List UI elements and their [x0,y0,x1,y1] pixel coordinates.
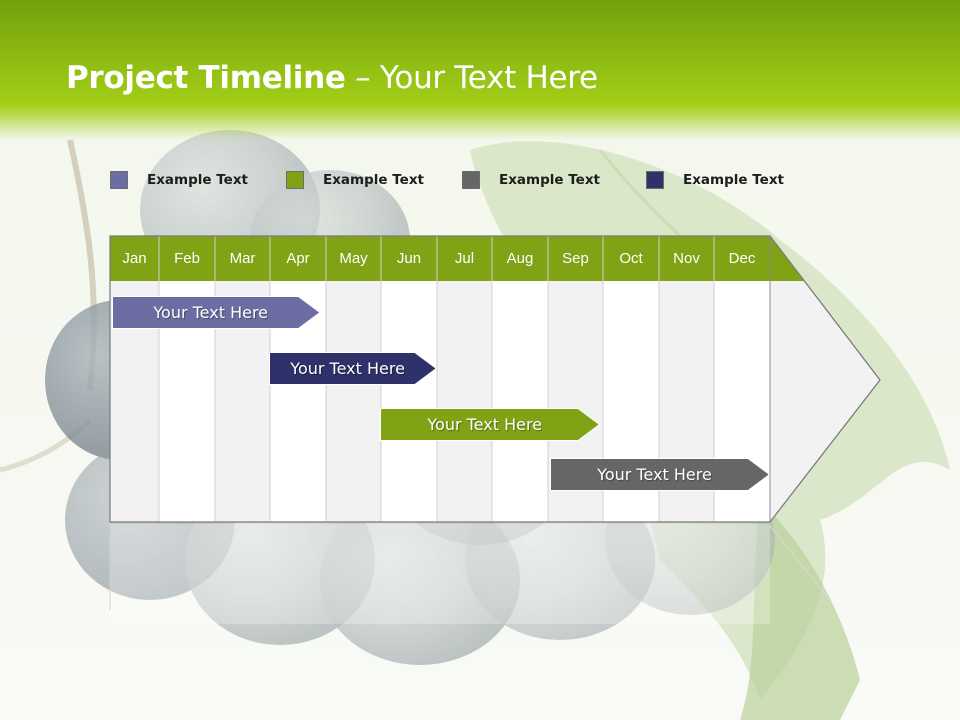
bar-label: Your Text Here [290,359,405,378]
month-header-band [110,236,805,281]
month-column [381,281,437,522]
reflection-edge [769,525,831,601]
timeline-bar: Your Text Here [550,458,770,491]
month-label: Jun [396,250,422,267]
bar-arrow-polygon [550,458,770,491]
legend-label: Example Text [499,172,600,188]
bar-arrow-shape [380,408,601,441]
month-label: Jul [454,250,475,267]
bar-arrow-polygon [112,296,321,329]
timeline-reflection [110,524,770,624]
month-header-row: Jan Feb Mar Apr May Jun Jul Aug Sep Oct Nov Dec [110,236,770,281]
month-label: Feb [174,250,200,267]
month-label: Jan [122,250,147,267]
legend-swatch [286,171,304,189]
month-label: Aug [506,250,534,267]
month-label: Oct [619,250,643,267]
month-label: May [339,250,368,267]
month-column [437,281,492,522]
timeline-outline [109,235,881,523]
legend-label: Example Text [323,172,424,188]
title-rest-text: – Your Text Here [345,60,598,96]
bar-arrow-polygon [269,352,437,385]
legend-label: Example Text [147,172,248,188]
month-column [492,281,548,522]
timeline-bar: Your Text Here [269,352,437,385]
bar-arrow-shape [269,352,437,385]
slide-title: Project Timeline – Your Text Here [66,60,598,96]
timeline-bar: Your Text Here [380,408,601,441]
legend-swatch [110,171,128,189]
bar-arrow-shape [112,296,321,329]
month-label: Sep [562,250,589,267]
title-strong-text: Project Timeline [66,60,346,96]
month-label: Nov [673,250,700,267]
header-band [0,0,960,140]
bar-arrow-shape [550,458,770,491]
legend-label: Example Text [683,172,784,188]
month-label: Apr [286,250,310,267]
bar-label: Your Text Here [597,465,712,484]
bar-label: Your Text Here [427,415,543,434]
bar-label: Your Text Here [153,303,269,322]
legend-swatch [462,171,480,189]
bar-arrow-polygon [380,408,601,441]
month-label: Dec [728,250,756,267]
legend-swatch [646,171,664,189]
timeline-bar: Your Text Here [112,296,321,329]
month-label: Mar [229,250,256,267]
month-column [326,281,381,522]
